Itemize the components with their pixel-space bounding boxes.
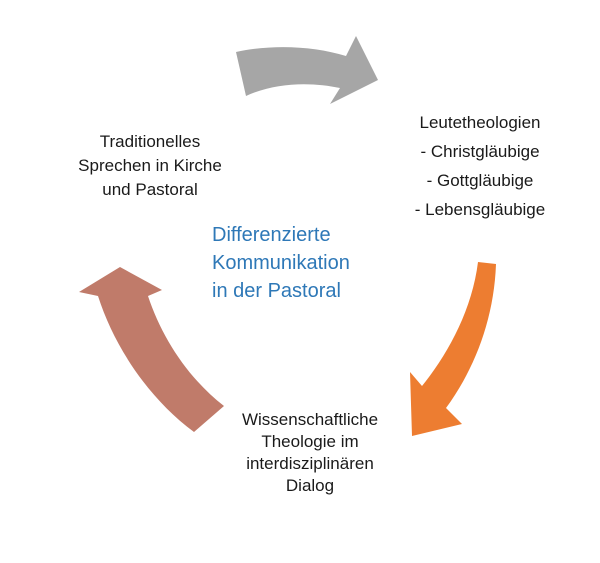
node-science-line-3: interdisziplinären	[246, 454, 374, 473]
arrow-science-to-traditional	[79, 267, 224, 432]
node-leutetheologie-line-1: Leutetheologien	[419, 113, 541, 132]
node-traditional-line-2: Sprechen in Kirche	[78, 156, 222, 175]
arrow-leutetheologie-to-science	[410, 262, 496, 436]
node-leutetheologie-line-2: - Christgläubige	[420, 142, 540, 161]
node-scientific-theology: Wissenschaftliche Theologie im interdisz…	[200, 409, 420, 497]
node-traditional-line-3: und Pastoral	[102, 180, 198, 199]
node-leutetheologie: Leutetheologien - Christgläubige - Gottg…	[380, 108, 580, 224]
center-title-line-1: Differenzierte	[212, 224, 331, 246]
center-title: Differenzierte Kommunikation in der Past…	[212, 221, 350, 305]
node-traditional-speech: Traditionelles Sprechen in Kirche und Pa…	[50, 130, 250, 202]
center-title-line-3: in der Pastoral	[212, 280, 341, 302]
node-leutetheologie-line-4: - Lebensgläubige	[414, 200, 546, 219]
arrow-traditional-to-leutetheologie	[236, 36, 378, 104]
node-science-line-2: Theologie im	[261, 432, 359, 451]
node-science-line-1: Wissenschaftliche	[241, 410, 379, 429]
node-leutetheologie-line-3: - Gottgläubige	[426, 171, 534, 190]
node-science-line-4: Dialog	[285, 476, 335, 495]
node-traditional-line-1: Traditionelles	[99, 132, 201, 151]
center-title-line-2: Kommunikation	[212, 252, 350, 274]
